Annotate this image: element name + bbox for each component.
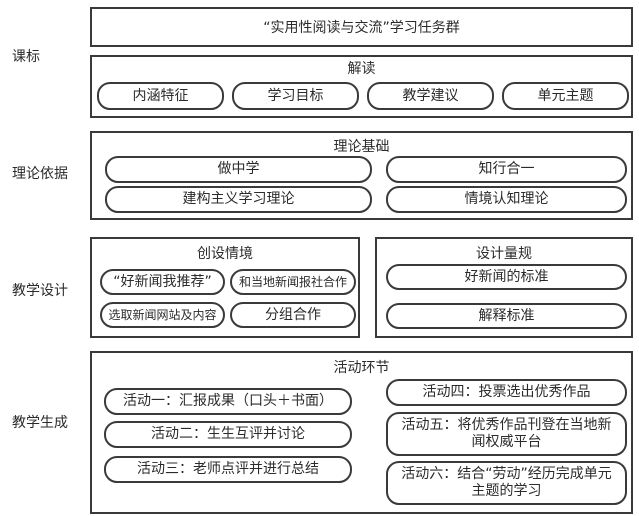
huodong-item: 活动四：投票选出优秀作品 bbox=[386, 379, 627, 406]
top-title-box bbox=[90, 7, 633, 47]
row-label-sheji: 教学设计 bbox=[12, 283, 68, 299]
jiedu-item: 内涵特征 bbox=[97, 82, 224, 110]
huodong-item: 活动二：生生互评并讨论 bbox=[104, 421, 352, 448]
huodong-item: 活动六：结合“劳动”经历完成单元主题的学习 bbox=[386, 461, 627, 505]
liangui-item: 解释标准 bbox=[386, 303, 627, 329]
chuangshe-item: 分组合作 bbox=[230, 302, 356, 328]
lilun-jichu-item: 知行合一 bbox=[386, 156, 627, 183]
chuangshe-item: 选取新闻网站及内容 bbox=[100, 302, 225, 328]
huodong-item: 活动一：汇报成果（口头＋书面） bbox=[104, 388, 352, 415]
chuangshe-item: 和当地新闻报社合作 bbox=[230, 269, 356, 295]
lilun-jichu-item: 做中学 bbox=[105, 156, 372, 183]
liangui-heading: 设计量规 bbox=[476, 246, 532, 262]
row-label-kebiao: 课标 bbox=[12, 49, 40, 65]
lilun-jichu-heading: 理论基础 bbox=[333, 139, 390, 155]
chuangshe-heading: 创设情境 bbox=[197, 246, 253, 262]
liangui-item: 好新闻的标准 bbox=[386, 264, 627, 290]
jiedu-item: 教学建议 bbox=[367, 82, 494, 110]
row-label-shengcheng: 教学生成 bbox=[12, 415, 68, 431]
huodong-item: 活动五：将优秀作品刊登在当地新闻权威平台 bbox=[386, 412, 627, 456]
top-title: “实用性阅读与交流”学习任务群 bbox=[263, 20, 460, 36]
jiedu-item: 单元主题 bbox=[502, 82, 629, 110]
lilun-jichu-item: 情境认知理论 bbox=[386, 186, 627, 213]
lilun-jichu-item: 建构主义学习理论 bbox=[105, 186, 372, 213]
jiedu-heading: 解读 bbox=[347, 61, 376, 77]
row-label-lilun: 理论依据 bbox=[12, 166, 68, 182]
jiedu-item: 学习目标 bbox=[232, 82, 359, 110]
huodong-heading: 活动环节 bbox=[333, 360, 390, 376]
huodong-item: 活动三：老师点评并进行总结 bbox=[104, 456, 352, 483]
chuangshe-item: “好新闻我推荐” bbox=[100, 269, 225, 295]
